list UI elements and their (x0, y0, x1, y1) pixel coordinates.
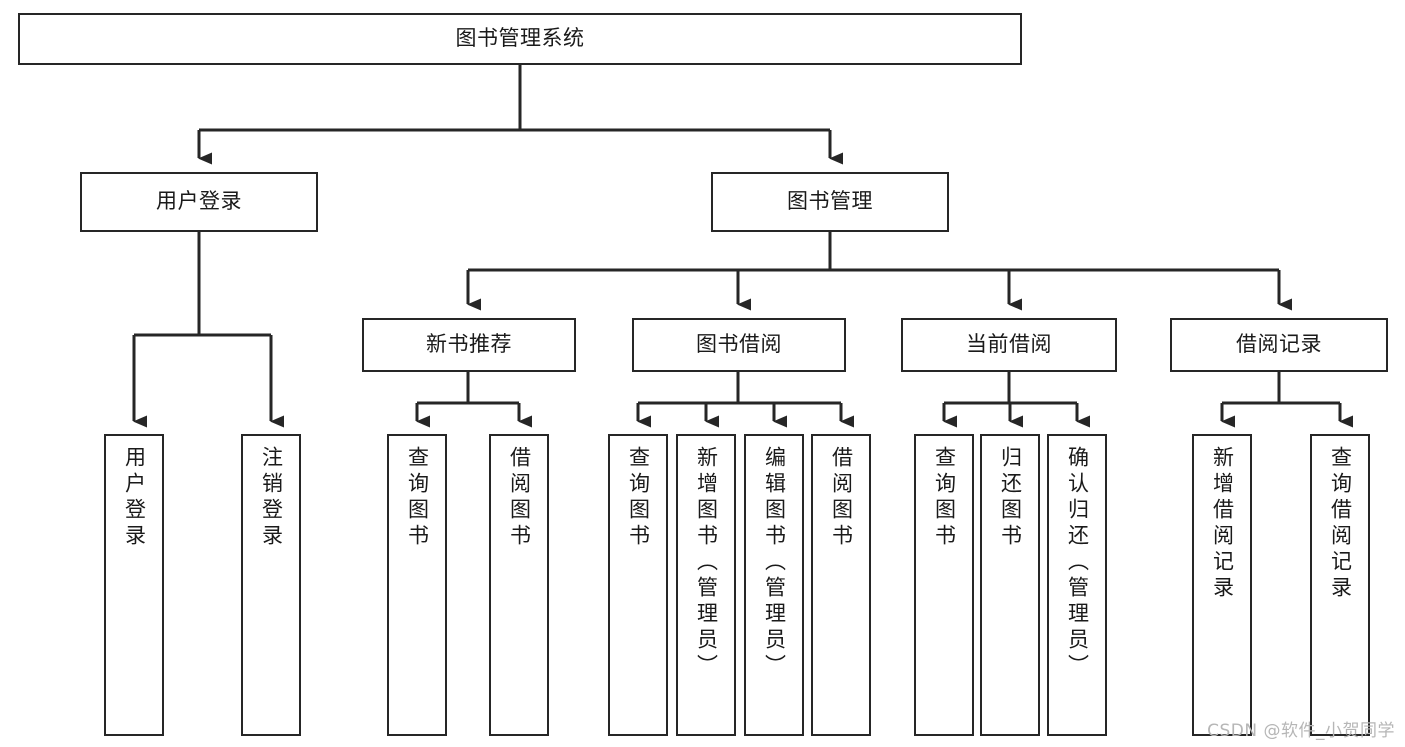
node-leaf-return-book[interactable]: 归还图书 (980, 434, 1040, 736)
node-leaf-borrow-book-2-label: 借阅图书 (829, 446, 854, 550)
node-leaf-user-login[interactable]: 用户登录 (104, 434, 164, 736)
node-leaf-logout-login[interactable]: 注销登录 (241, 434, 301, 736)
node-leaf-query-book-2[interactable]: 查询图书 (608, 434, 668, 736)
node-book-borrow[interactable]: 图书借阅 (632, 318, 846, 372)
node-leaf-query-book-1-label: 查询图书 (405, 446, 430, 550)
node-leaf-edit-book-label: 编辑图书（管理员） (762, 446, 787, 680)
node-book-manage-label: 图书管理 (787, 189, 873, 214)
node-borrow-record[interactable]: 借阅记录 (1170, 318, 1388, 372)
node-book-borrow-label: 图书借阅 (696, 332, 782, 357)
node-leaf-query-book-1[interactable]: 查询图书 (387, 434, 447, 736)
node-leaf-edit-book[interactable]: 编辑图书（管理员） (744, 434, 804, 736)
node-leaf-logout-login-label: 注销登录 (259, 446, 284, 550)
node-root-label: 图书管理系统 (455, 26, 585, 51)
node-leaf-query-book-2-label: 查询图书 (626, 446, 651, 550)
node-root[interactable]: 图书管理系统 (18, 13, 1022, 65)
node-book-manage[interactable]: 图书管理 (711, 172, 949, 232)
node-leaf-confirm-return-label: 确认归还（管理员） (1065, 446, 1090, 680)
node-user-login-label: 用户登录 (156, 189, 242, 214)
node-new-book-rec-label: 新书推荐 (426, 332, 512, 357)
node-leaf-confirm-return[interactable]: 确认归还（管理员） (1047, 434, 1107, 736)
node-borrow-record-label: 借阅记录 (1236, 332, 1322, 357)
node-leaf-query-book-3[interactable]: 查询图书 (914, 434, 974, 736)
node-leaf-borrow-book-2[interactable]: 借阅图书 (811, 434, 871, 736)
node-leaf-add-book-label: 新增图书（管理员） (694, 446, 719, 680)
node-leaf-query-book-3-label: 查询图书 (932, 446, 957, 550)
node-leaf-add-record-label: 新增借阅记录 (1210, 446, 1235, 602)
node-current-borrow[interactable]: 当前借阅 (901, 318, 1117, 372)
node-current-borrow-label: 当前借阅 (966, 332, 1052, 357)
node-user-login[interactable]: 用户登录 (80, 172, 318, 232)
node-leaf-borrow-book-1[interactable]: 借阅图书 (489, 434, 549, 736)
node-leaf-add-record[interactable]: 新增借阅记录 (1192, 434, 1252, 736)
csdn-watermark: CSDN @软件_小贺同学 (1207, 721, 1395, 741)
node-leaf-user-login-label: 用户登录 (122, 446, 147, 550)
node-leaf-return-book-label: 归还图书 (998, 446, 1023, 550)
node-leaf-query-record-label: 查询借阅记录 (1328, 446, 1353, 602)
node-leaf-borrow-book-1-label: 借阅图书 (507, 446, 532, 550)
node-leaf-query-record[interactable]: 查询借阅记录 (1310, 434, 1370, 736)
node-leaf-add-book[interactable]: 新增图书（管理员） (676, 434, 736, 736)
node-new-book-rec[interactable]: 新书推荐 (362, 318, 576, 372)
